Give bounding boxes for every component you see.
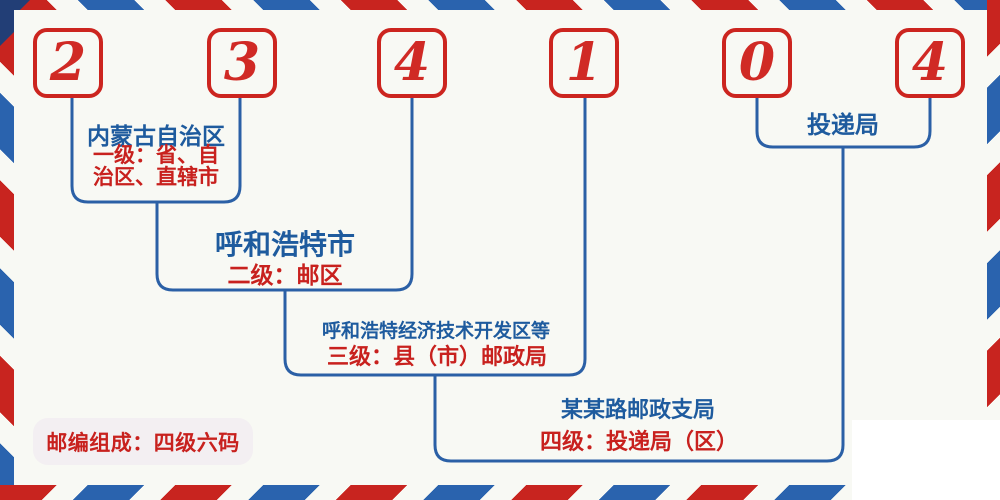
airmail-border-left <box>0 0 14 500</box>
level2-region-name: 呼和浩特市 <box>214 230 356 261</box>
airmail-border-right <box>987 0 1000 500</box>
digit-3: 4 <box>393 32 431 93</box>
digit-6: 4 <box>911 32 949 93</box>
digit-box-2: 3 <box>207 28 277 98</box>
digit-box-1: 2 <box>33 28 103 98</box>
level4-description: 四级：投递局（区） <box>539 429 739 454</box>
level1-region-name: 内蒙古自治区 <box>87 124 225 149</box>
level4-region-name: 某某路邮政支局 <box>560 397 716 422</box>
digit-box-4: 1 <box>549 28 619 98</box>
level3-region-name: 呼和浩特经济技术开发区等 <box>321 321 551 342</box>
level1-description: 一级：省、自治区、直辖市 <box>93 143 219 189</box>
digit-box-5: 0 <box>722 28 792 98</box>
airmail-border-bottom <box>0 485 1000 500</box>
corner-white-patch <box>852 420 1000 500</box>
digit-box-3: 4 <box>377 28 447 98</box>
level2-description: 二级：邮区 <box>227 263 343 288</box>
delivery-office-label: 投递局 <box>807 113 879 139</box>
digit-4: 1 <box>565 32 603 93</box>
composition-badge: 邮编组成：四级六码 <box>33 418 253 465</box>
corner-navy-stripe-left <box>0 0 14 46</box>
digit-1: 2 <box>49 32 87 93</box>
bracket-level4 <box>433 147 845 463</box>
digit-box-6: 4 <box>895 28 965 98</box>
corner-navy-stripe-top <box>0 0 30 10</box>
airmail-border-top <box>0 0 1000 10</box>
composition-badge-text: 邮编组成：四级六码 <box>46 430 240 455</box>
bracket-delivery <box>755 96 932 149</box>
level3-description: 三级：县（市）邮政局 <box>326 344 548 369</box>
digit-2: 3 <box>223 32 261 93</box>
digit-5: 0 <box>738 32 776 93</box>
